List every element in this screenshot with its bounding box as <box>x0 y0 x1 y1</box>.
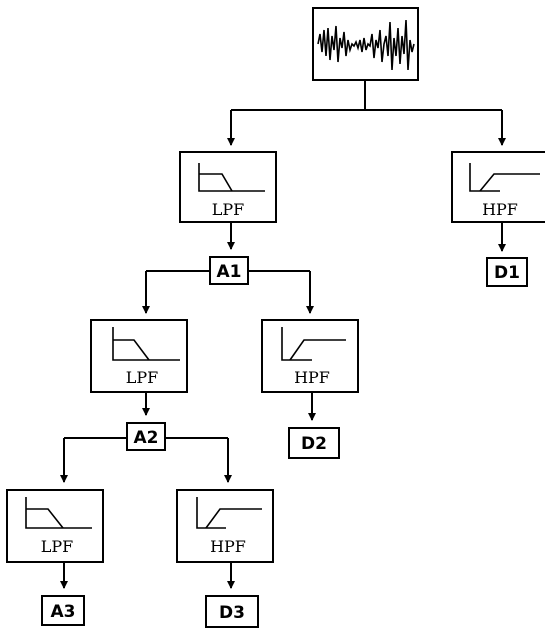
hpf-label: HPF <box>294 368 330 387</box>
hpf-level3-box: HPF <box>176 489 274 563</box>
node-a3: A3 <box>41 595 85 626</box>
highpass-icon <box>281 327 312 361</box>
lowpass-icon <box>25 497 92 529</box>
node-a1: A1 <box>209 256 249 285</box>
node-a3-label: A3 <box>51 602 76 622</box>
node-d3-label: D3 <box>219 603 245 623</box>
waveform-icon <box>317 19 415 71</box>
node-a2: A2 <box>126 422 166 451</box>
node-d2: D2 <box>288 427 340 459</box>
hpf-label: HPF <box>482 200 518 219</box>
highpass-icon <box>196 497 226 529</box>
node-a2-label: A2 <box>134 428 159 448</box>
lowpass-icon <box>112 327 180 361</box>
lpf-level3-box: LPF <box>6 489 104 563</box>
highpass-icon <box>469 163 500 192</box>
connector-level1 <box>227 80 506 146</box>
node-a1-label: A1 <box>217 262 242 282</box>
lpf-level2-box: LPF <box>90 319 188 393</box>
input-signal-box <box>312 7 419 81</box>
hpf-level2-box: HPF <box>261 319 359 393</box>
lpf-label: LPF <box>212 200 245 219</box>
hpf-label: HPF <box>210 537 246 556</box>
lpf-label: LPF <box>41 537 74 556</box>
connector-level2 <box>142 270 314 314</box>
lpf-level1-box: LPF <box>179 151 277 223</box>
node-d3: D3 <box>205 595 259 628</box>
lpf-label: LPF <box>126 368 159 387</box>
node-d1-label: D1 <box>494 263 520 283</box>
lowpass-icon <box>198 163 265 192</box>
connector-level3 <box>60 437 232 483</box>
hpf-level1-box: HPF <box>451 151 545 223</box>
node-d1: D1 <box>486 257 528 287</box>
node-d2-label: D2 <box>301 434 327 454</box>
